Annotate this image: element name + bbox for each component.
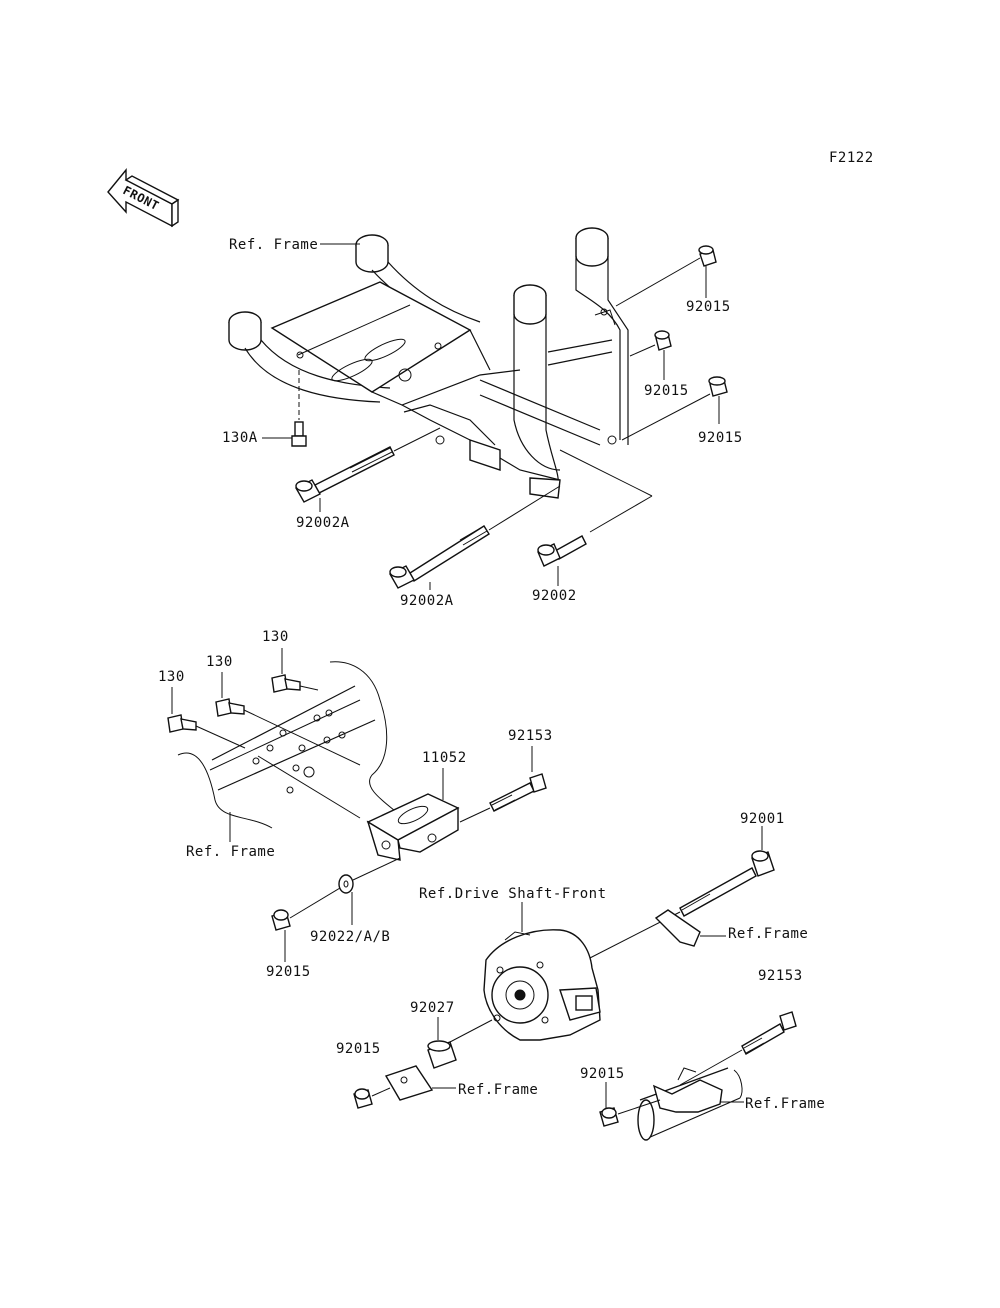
nut-92015-part [353, 1088, 373, 1109]
nut-92015-part [271, 909, 291, 931]
front-arrow-icon: FRONT [107, 168, 180, 228]
bolt-130-part [167, 714, 197, 733]
frame-crossmember-drawing [228, 227, 629, 499]
nut-92015-part [654, 330, 672, 351]
label-ref-frame-lower-c: Ref.Frame [458, 1082, 538, 1098]
label-ref-drive-shaft: Ref.Drive Shaft-Front [419, 886, 607, 902]
label-130a: 130A [222, 430, 258, 446]
frame-bracket-right-drawing [654, 909, 701, 947]
bolt-130a-part [291, 421, 307, 447]
label-92002a-a: 92002A [296, 515, 350, 531]
nut-92015-part [599, 1107, 619, 1127]
bolt-92001-part [679, 850, 775, 917]
label-92015-c: 92015 [698, 430, 743, 446]
label-11052: 11052 [422, 750, 467, 766]
bolt-92002-part [537, 535, 587, 567]
bracket-11052-part [366, 793, 460, 861]
label-92022: 92022/A/B [310, 929, 390, 945]
collar-92027-part [427, 1040, 457, 1069]
bolt-92153-part [489, 773, 547, 812]
label-92002a-b: 92002A [400, 593, 454, 609]
bolt-92153-part [741, 1011, 797, 1055]
label-92153-b: 92153 [758, 968, 803, 984]
label-92015-a: 92015 [686, 299, 731, 315]
differential-housing-drawing [483, 929, 601, 1041]
washer-92022-part [338, 874, 354, 894]
label-92002: 92002 [532, 588, 577, 604]
label-92015-d: 92015 [266, 964, 311, 980]
bolt-92002a-part [389, 525, 490, 589]
frame-section-drawing [177, 661, 406, 829]
label-130-c: 130 [158, 669, 185, 685]
frame-tube-lower-right-drawing [637, 1067, 743, 1141]
bolt-130-part [215, 698, 245, 717]
label-ref-frame-upper: Ref. Frame [229, 237, 318, 253]
label-ref-frame-lower-d: Ref.Frame [745, 1096, 825, 1112]
label-92027: 92027 [410, 1000, 455, 1016]
diagram-id: F2122 [829, 150, 874, 166]
label-130-a: 130 [262, 629, 289, 645]
label-92001: 92001 [740, 811, 785, 827]
nut-92015-part [698, 245, 717, 267]
label-92015-b: 92015 [644, 383, 689, 399]
frame-bracket-lower-left-drawing [384, 1065, 434, 1101]
label-92015-f: 92015 [580, 1066, 625, 1082]
nut-92015-part [708, 376, 728, 397]
label-ref-frame-lower-a: Ref. Frame [186, 844, 275, 860]
label-130-b: 130 [206, 654, 233, 670]
bolt-92002a-part [295, 446, 395, 503]
label-ref-frame-lower-b: Ref.Frame [728, 926, 808, 942]
label-92015-e: 92015 [336, 1041, 381, 1057]
label-92153-a: 92153 [508, 728, 553, 744]
bolt-130-part [271, 674, 301, 693]
